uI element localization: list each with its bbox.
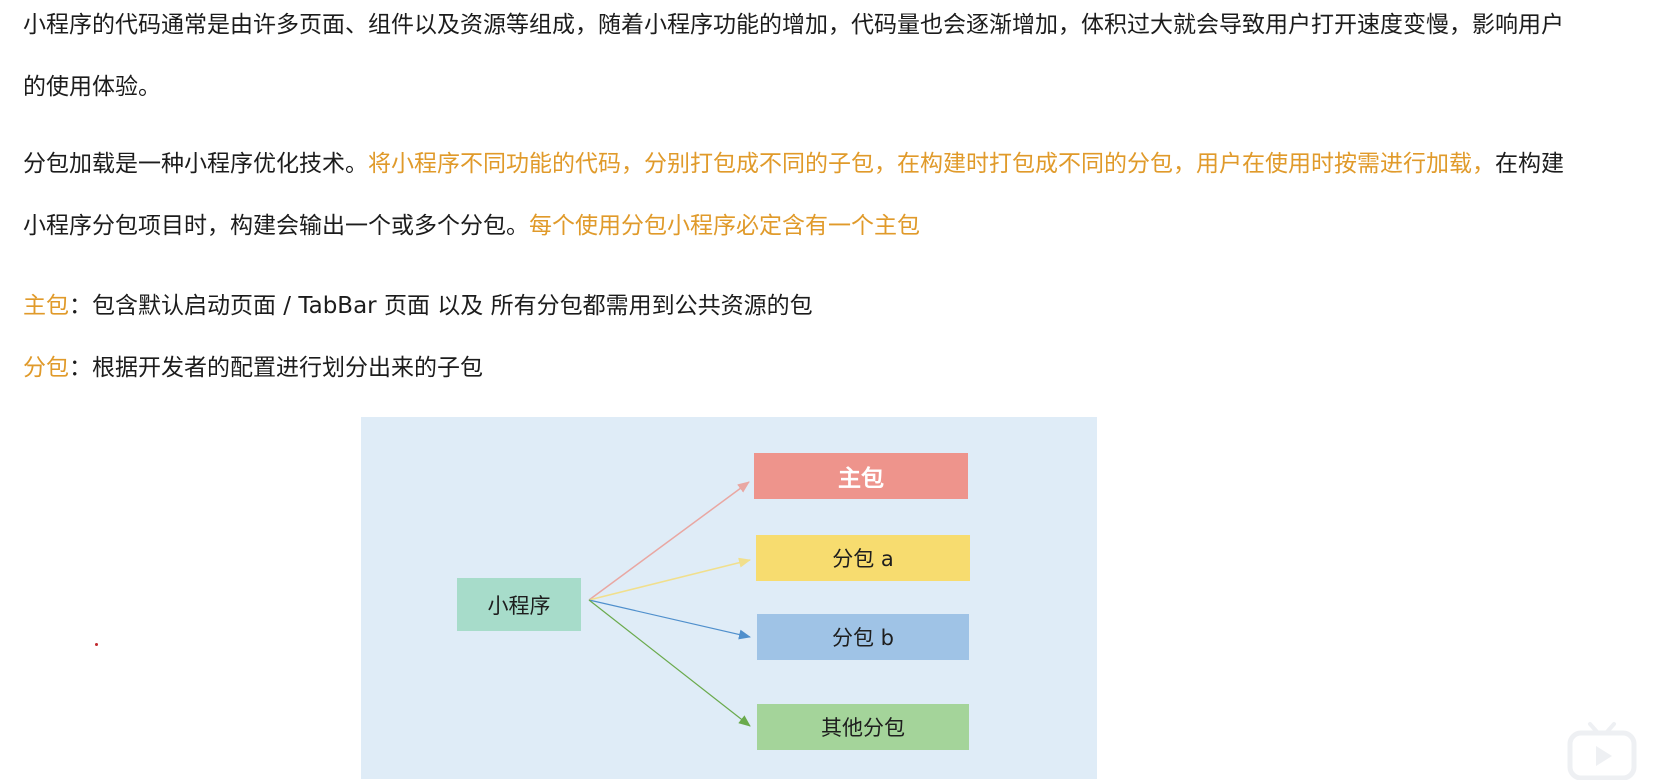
subpackage-highlight-1: 将小程序不同功能的代码，分别打包成不同的子包，在构建时打包成不同的分包，用户在使…	[368, 151, 1495, 177]
subpackage-text-1: 分包加载是一种小程序优化技术。	[23, 151, 368, 177]
intro-paragraph: 小程序的代码通常是由许多页面、组件以及资源等组成，随着小程序功能的增加，代码量也…	[23, 0, 1583, 118]
bilibili-tv-icon	[1566, 720, 1638, 780]
definition-separator: ：	[69, 293, 92, 319]
subpackage-text-2: 在构建小程序分包项目时，构建会输出一个或多个分包。	[23, 151, 1564, 239]
diagram-node-main-package: 主包	[754, 453, 968, 499]
diagram-node-subpackage-a: 分包 a	[756, 535, 970, 581]
subpackage-paragraph: 分包加载是一种小程序优化技术。将小程序不同功能的代码，分别打包成不同的子包，在构…	[23, 133, 1583, 257]
definition-main-package: 主包：包含默认启动页面 / TabBar 页面 以及 所有分包都需用到公共资源的…	[23, 290, 813, 322]
arrow-to-other	[588, 599, 751, 727]
definition-term: 分包	[23, 355, 69, 381]
definition-separator: ：	[69, 355, 92, 381]
subpackage-highlight-2: 每个使用分包小程序必定含有一个主包	[529, 213, 920, 239]
definition-text: 根据开发者的配置进行划分出来的子包	[92, 355, 483, 381]
subpackage-diagram: 小程序 主包 分包 a 分包 b 其他分包	[361, 417, 1097, 779]
diagram-arrows	[588, 481, 751, 727]
diagram-node-other-subpackages: 其他分包	[757, 704, 969, 750]
intro-text: 小程序的代码通常是由许多页面、组件以及资源等组成，随着小程序功能的增加，代码量也…	[23, 12, 1564, 100]
arrow-to-b	[588, 599, 751, 640]
red-dot	[95, 643, 98, 646]
arrow-to-main	[588, 481, 750, 601]
diagram-node-subpackage-b: 分包 b	[757, 614, 969, 660]
definition-text: 包含默认启动页面 / TabBar 页面 以及 所有分包都需用到公共资源的包	[92, 293, 813, 319]
definition-sub-package: 分包：根据开发者的配置进行划分出来的子包	[23, 352, 483, 384]
definition-term: 主包	[23, 293, 69, 319]
arrow-to-a	[588, 557, 751, 601]
diagram-node-mini-program: 小程序	[457, 578, 581, 631]
